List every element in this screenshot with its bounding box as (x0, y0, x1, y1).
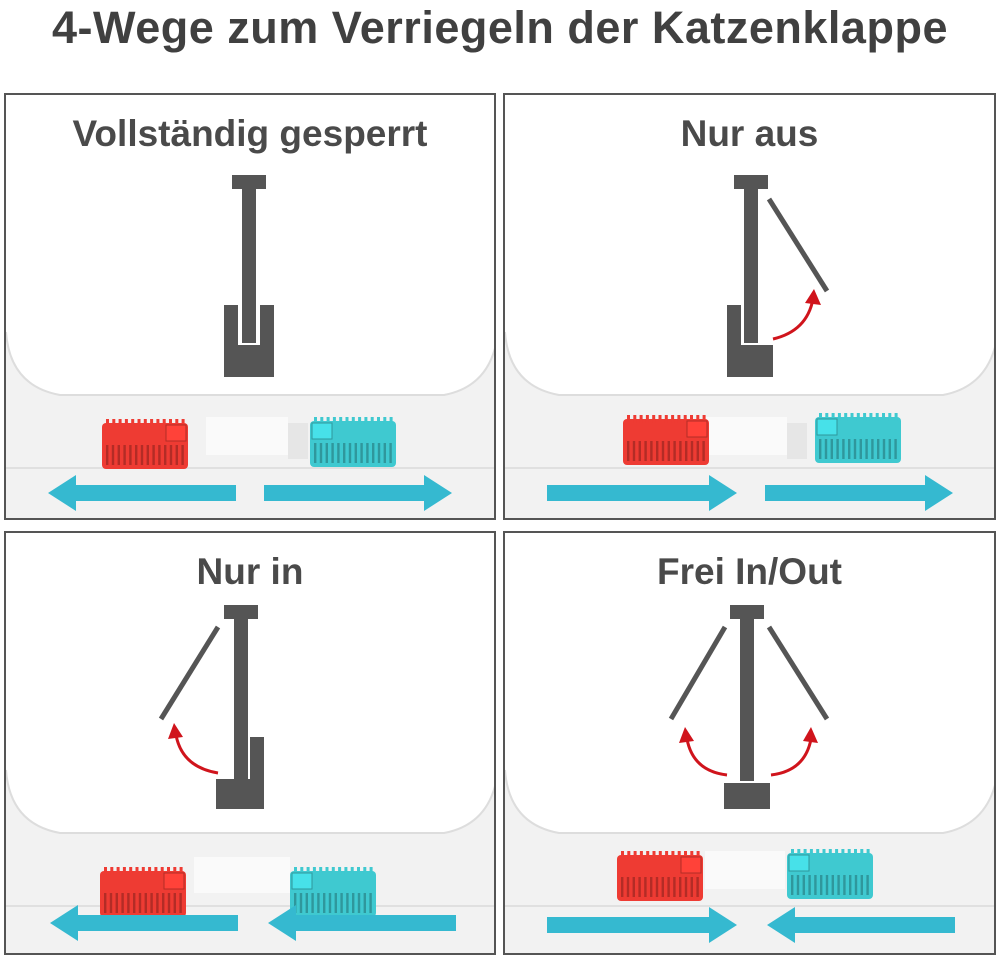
arrow-right-icon (765, 475, 953, 511)
arrow-right-icon (264, 475, 452, 511)
flap-icon (224, 175, 274, 377)
panel-free-in-out: Frei In/Out (503, 531, 996, 955)
arrow-right-icon (547, 907, 737, 943)
panel-title: Nur aus (680, 113, 819, 154)
lock-slider-red[interactable] (100, 867, 186, 917)
flap-icon (158, 605, 264, 809)
arrow-left-icon (767, 907, 955, 943)
curved-arrow-icon (772, 289, 821, 341)
flap-scene-entry-only (6, 605, 494, 953)
arrow-left-icon (50, 905, 238, 941)
lock-slider-red[interactable] (623, 415, 709, 465)
arrow-right-icon (547, 475, 737, 511)
lock-slider-red[interactable] (102, 419, 188, 469)
lock-slider-cyan[interactable] (787, 849, 873, 899)
panel-entry-only: Nur in (4, 531, 496, 955)
panel-title: Frei In/Out (657, 551, 842, 592)
panel-exit-only: Nur aus (503, 93, 996, 520)
flap-icon (668, 605, 830, 809)
flap-scene-fully-locked (6, 175, 494, 518)
panel-title: Nur in (196, 551, 304, 592)
lock-slider-cyan[interactable] (290, 867, 376, 917)
curved-arrow-icon (679, 727, 818, 777)
lock-slider-red[interactable] (617, 851, 703, 901)
flap-scene-free (505, 605, 994, 953)
lock-slider-cyan[interactable] (310, 417, 396, 467)
panel-fully-locked: Vollständig gesperrt (4, 93, 496, 520)
arrow-left-icon (268, 905, 456, 941)
curved-arrow-icon (168, 723, 219, 775)
flap-scene-exit-only (505, 175, 994, 518)
flap-icon (727, 175, 830, 377)
arrow-left-icon (48, 475, 236, 511)
page-title: 4-Wege zum Verriegeln der Katzenklappe (52, 2, 948, 53)
panel-title: Vollständig gesperrt (72, 113, 428, 154)
lock-slider-cyan[interactable] (815, 413, 901, 463)
